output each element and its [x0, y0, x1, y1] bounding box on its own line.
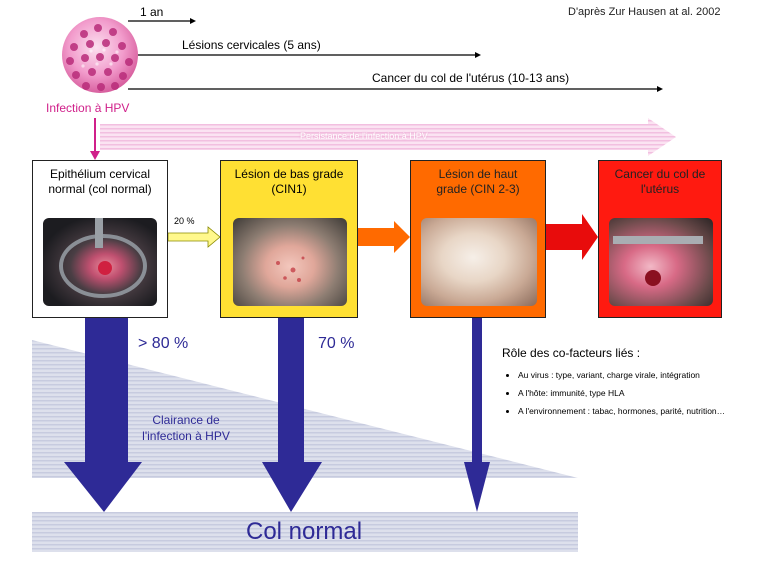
stage-title-line1: Epithélium cervical: [49, 167, 151, 181]
stage-box-low-grade: Lésion de bas grade (CIN1): [220, 160, 358, 318]
cofactors-panel: Rôle des co-facteurs liés : Au virus : t…: [502, 346, 752, 423]
stage-title-line1: Cancer du col de: [614, 167, 706, 181]
stage-title-line2: normal (col normal): [48, 182, 152, 196]
low-grade-lesion-photo: [233, 218, 347, 306]
stage-title-line1: Lésion de haut: [438, 167, 518, 181]
high-grade-lesion-photo: [421, 218, 537, 306]
stage-box-normal: Epithélium cervical normal (col normal): [32, 160, 168, 318]
col-normal-band: [32, 512, 578, 552]
timeline-lesions-label: Lésions cervicales (5 ans): [182, 38, 321, 52]
infection-label: Infection à HPV: [46, 101, 130, 115]
persistence-arrow: [100, 118, 676, 156]
timeline-one-year-label: 1 an: [140, 5, 164, 19]
stage-title-line2: grade (CIN 2-3): [436, 182, 520, 196]
cofactor-item-host: A l'hôte: immunité, type HLA: [518, 387, 752, 399]
cofactors-list: Au virus : type, variant, charge virale,…: [502, 369, 752, 417]
clearance-arrow-3: [464, 318, 490, 512]
progression-arrow-1: [167, 226, 221, 248]
progression-percent: 20 %: [174, 216, 195, 226]
cofactors-title: Rôle des co-facteurs liés :: [502, 346, 641, 360]
clearance-arrow-2: [262, 318, 322, 512]
normal-cervix-photo: [43, 218, 157, 306]
clearance-label-line2: l'infection à HPV: [142, 429, 230, 443]
clearance-label-line1: Clairance de: [152, 413, 220, 427]
clearance-percent-2: 70 %: [318, 335, 355, 352]
timeline-arrows: [128, 18, 663, 92]
hpv-virus-icon: [62, 17, 138, 93]
progression-arrow-2: [358, 221, 410, 253]
persistence-label: Persistance de l'infection à HPV: [300, 131, 428, 141]
speculum-shape: [59, 218, 147, 298]
clearance-label: Clairance de l'infection à HPV: [136, 412, 236, 444]
stage-box-high-grade: Lésion de haut grade (CIN 2-3): [410, 160, 546, 318]
cofactor-item-environment: A l'environnement : tabac, hormones, par…: [518, 405, 752, 417]
progression-arrow-3: [546, 214, 598, 260]
source-citation: D'après Zur Hausen at al. 2002: [568, 6, 721, 18]
stage-title-line1: Lésion de bas grade: [234, 167, 344, 181]
cancer-photo: [609, 218, 713, 306]
stage-title-line2: l'utérus: [640, 182, 680, 196]
clearance-wedge: [32, 340, 578, 478]
speculum-shape: [613, 236, 703, 286]
timeline-cancer-label: Cancer du col de l'utérus (10-13 ans): [372, 71, 570, 85]
clearance-arrow-1: [64, 318, 142, 512]
infection-arrow: [90, 118, 100, 160]
col-normal-label: Col normal: [246, 518, 363, 545]
clearance-percent-1: > 80 %: [138, 335, 189, 352]
lesion-spots: [276, 256, 305, 282]
stage-title-line2: (CIN1): [271, 182, 307, 196]
cofactor-item-virus: Au virus : type, variant, charge virale,…: [518, 369, 752, 381]
stage-box-cancer: Cancer du col de l'utérus: [598, 160, 722, 318]
